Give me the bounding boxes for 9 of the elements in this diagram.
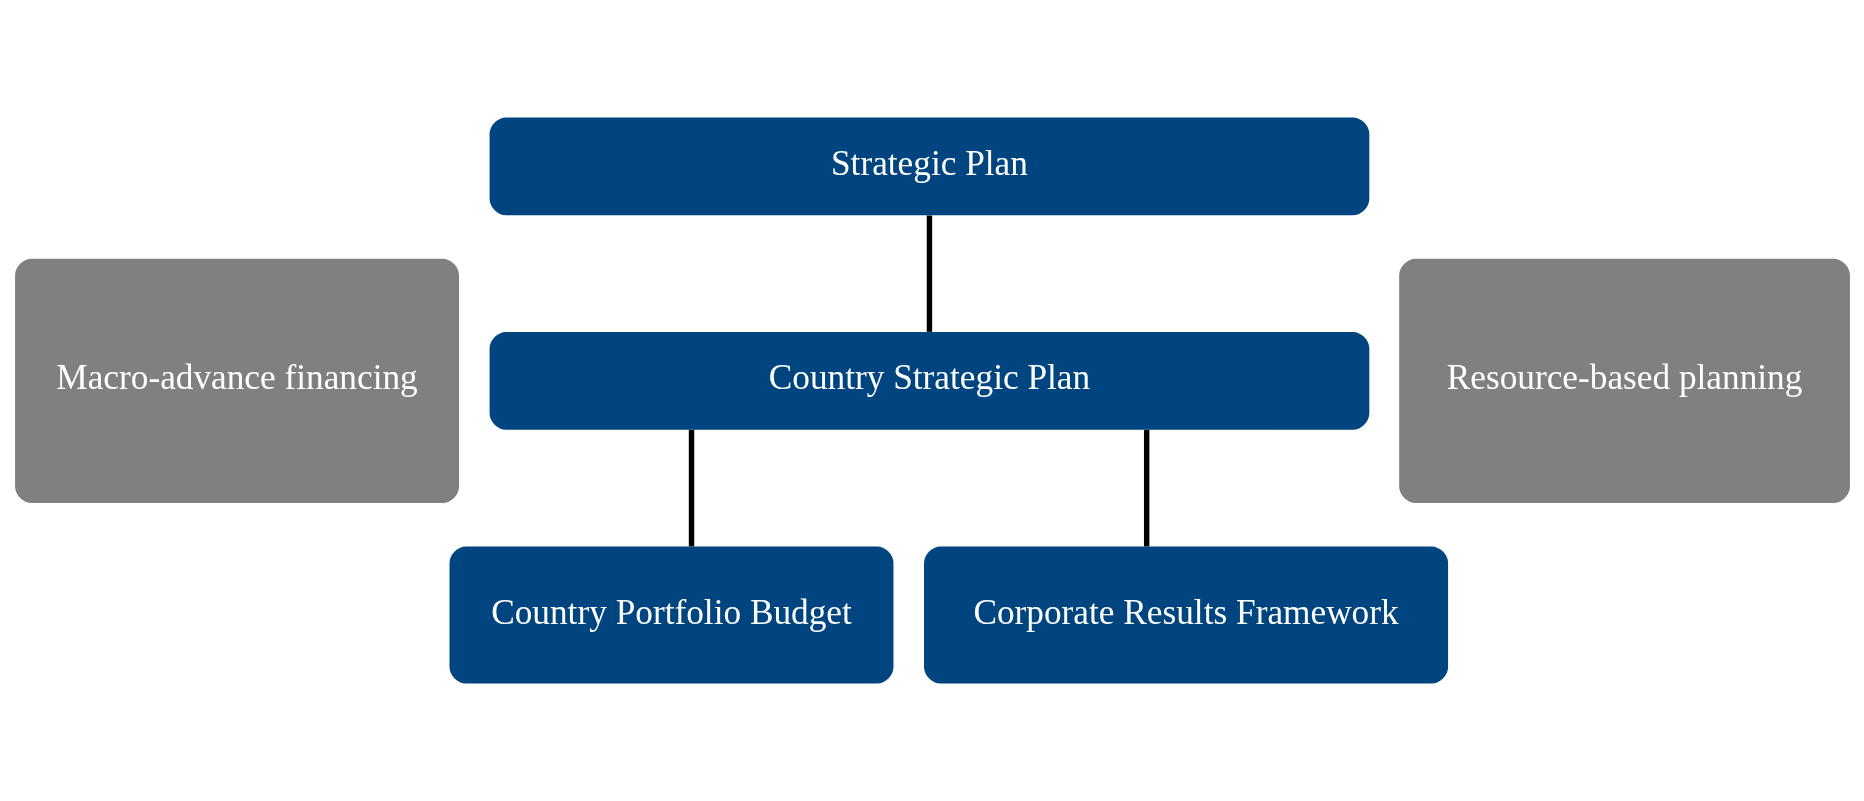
node-box: Corporate Results Framework xyxy=(923,546,1448,684)
node-box: Country Strategic Plan xyxy=(489,331,1369,430)
node-box: Macro-advance financing xyxy=(14,258,459,503)
node-box: Strategic Plan xyxy=(489,117,1369,216)
node-box: Resource-based planning xyxy=(1398,258,1850,503)
node-box: Country Portfolio Budget xyxy=(449,546,893,684)
connector xyxy=(926,215,932,332)
connector xyxy=(1143,429,1149,547)
connector xyxy=(688,429,694,547)
